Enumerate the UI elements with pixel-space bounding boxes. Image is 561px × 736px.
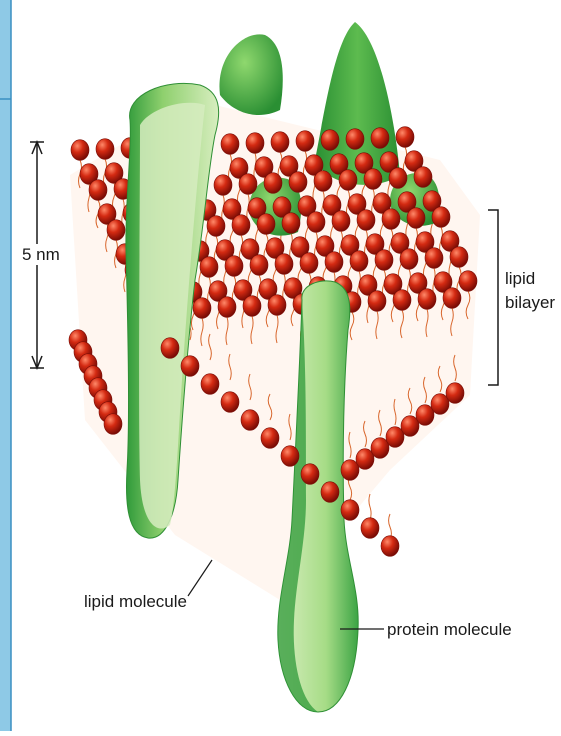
lipid-head	[339, 170, 357, 191]
lipid-head	[243, 296, 261, 317]
lipid-head	[300, 253, 318, 274]
lipid-head	[200, 257, 218, 278]
protein-bump-top	[219, 34, 282, 115]
lipid-head	[207, 216, 225, 237]
lipid-head	[443, 288, 461, 309]
lipid-head	[425, 248, 443, 269]
lipid-head	[218, 297, 236, 318]
lipid-head	[396, 127, 414, 148]
lipid-head	[393, 290, 411, 311]
lipid-head	[364, 169, 382, 190]
lipid-head	[281, 446, 299, 467]
lipid-head	[71, 140, 89, 161]
lipid-head	[432, 207, 450, 228]
lipid-molecule-label: lipid molecule	[84, 591, 187, 612]
lipid-head	[221, 134, 239, 155]
lipid-molecule-leader	[188, 560, 212, 596]
lipid-head	[446, 383, 464, 404]
lipid-head	[225, 256, 243, 277]
lipid-tail	[369, 494, 371, 520]
lipid-head	[321, 130, 339, 151]
lipid-head	[418, 289, 436, 310]
lipid-head	[450, 247, 468, 268]
lipid-head	[368, 291, 386, 312]
lipid-head	[314, 171, 332, 192]
lipid-head	[232, 215, 250, 236]
lipid-head	[400, 249, 418, 270]
bilayer-label-line2: bilayer	[505, 292, 555, 313]
lipid-head	[104, 414, 122, 435]
lipid-head	[214, 175, 232, 196]
lipid-head	[321, 482, 339, 503]
lipid-head	[371, 128, 389, 149]
lipid-head	[346, 129, 364, 150]
lipid-head	[161, 338, 179, 359]
lipid-head	[341, 500, 359, 521]
lipid-head	[275, 254, 293, 275]
lipid-head	[250, 255, 268, 276]
lipid-head	[407, 208, 425, 229]
lipid-head	[296, 131, 314, 152]
lipid-head	[361, 518, 379, 539]
bilayer-bracket	[488, 210, 498, 385]
lipid-head	[357, 210, 375, 231]
lipid-head	[241, 410, 259, 431]
lipid-head	[96, 139, 114, 160]
lipid-head	[89, 180, 107, 201]
lipid-head	[282, 213, 300, 234]
lipid-head	[382, 209, 400, 230]
lipid-head	[301, 464, 319, 485]
lipid-head	[107, 220, 125, 241]
lipid-head	[268, 295, 286, 316]
lipid-head	[264, 173, 282, 194]
bilayer-label-line1: lipid	[505, 268, 535, 289]
protein-molecule-label: protein molecule	[387, 619, 512, 640]
lipid-head	[459, 271, 477, 292]
lipid-head	[375, 250, 393, 271]
lipid-head	[239, 174, 257, 195]
lipid-head	[246, 133, 264, 154]
thickness-label: 5 nm	[20, 244, 62, 265]
lipid-head	[289, 172, 307, 193]
lipid-head	[221, 392, 239, 413]
lipid-head	[381, 536, 399, 557]
lipid-head	[389, 168, 407, 189]
lipid-head	[181, 356, 199, 377]
sidebar-panel	[0, 0, 11, 731]
lipid-head	[257, 214, 275, 235]
lipid-head	[332, 211, 350, 232]
lipid-head	[414, 167, 432, 188]
lipid-head	[350, 251, 368, 272]
lipid-head	[201, 374, 219, 395]
lipid-head	[271, 132, 289, 153]
lipid-head	[307, 212, 325, 233]
lipid-head	[261, 428, 279, 449]
lipid-head	[325, 252, 343, 273]
lipid-head	[193, 298, 211, 319]
